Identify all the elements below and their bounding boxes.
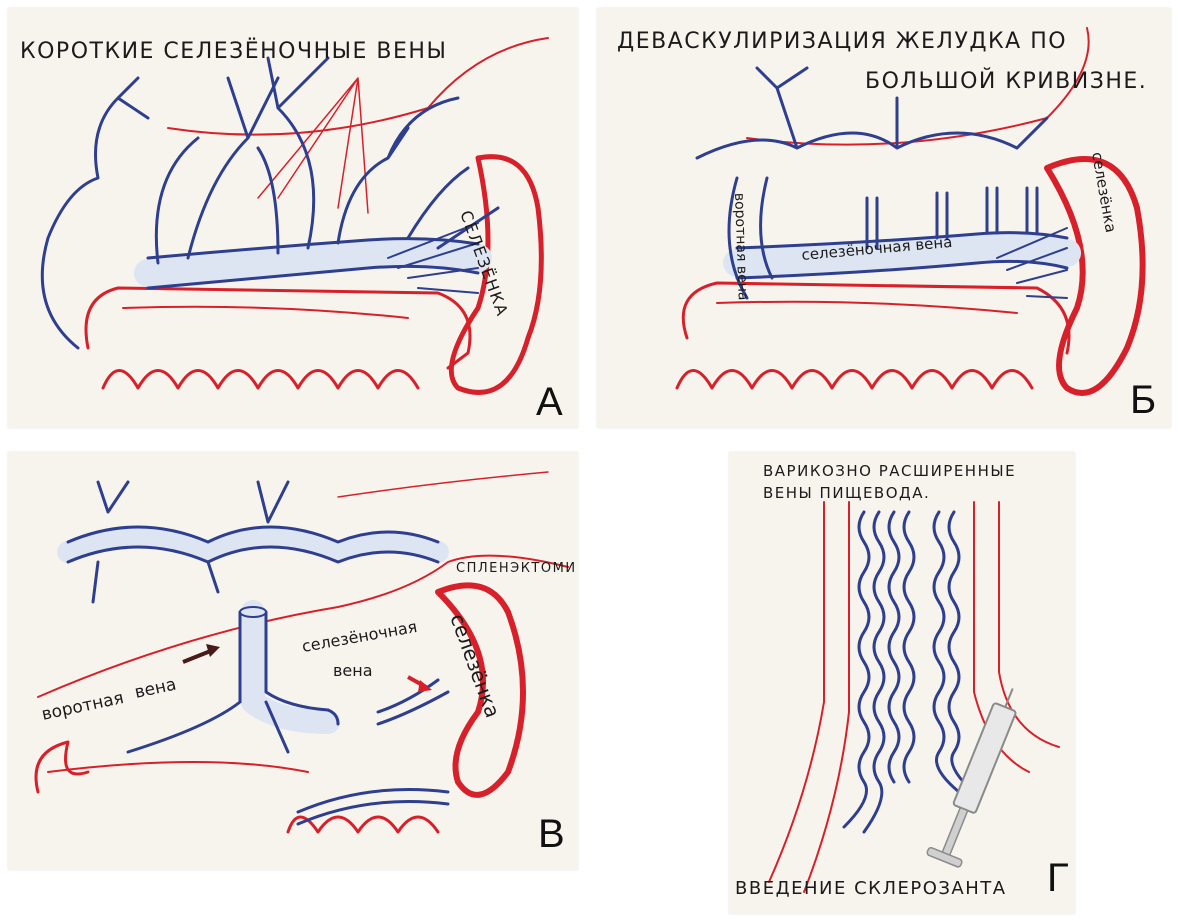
upper-red-line bbox=[338, 472, 548, 497]
upper-vein-tree-fill bbox=[68, 537, 438, 552]
panel-c-portal-vein-label-2: вена bbox=[133, 675, 178, 703]
panel-b-title-line1: ДЕВАСКУЛИРИЗАЦИЯ ЖЕЛУДКА ПО bbox=[617, 29, 1067, 54]
panel-c-splenic-vein-label-2: вена bbox=[333, 661, 373, 680]
panel-d-title-line2: ВЕНЫ ПИЩЕВОДА. bbox=[763, 484, 930, 502]
panel-d-title-line1: ВАРИКОЗНО РАСШИРЕННЫЕ bbox=[763, 462, 1016, 480]
panel-b-letter: Б bbox=[1130, 378, 1156, 423]
dark-arrowhead bbox=[206, 644, 220, 657]
stomach-lower-bumps bbox=[36, 742, 438, 832]
spleen-shape bbox=[1047, 159, 1143, 393]
panel-c-spleen-label: селезёнка bbox=[445, 611, 505, 721]
omentum-bumps bbox=[677, 371, 1032, 389]
panel-c-splenectomy-label: СПЛЕНЭКТОМИ bbox=[456, 561, 577, 576]
panel-c: СПЛЕНЭКТОМИ селезёнка воротная вена селе… bbox=[8, 452, 578, 870]
stomach-inner-line bbox=[123, 307, 408, 318]
panel-d-drawing: ВАРИКОЗНО РАСШИРЕННЫЕ ВЕНЫ ПИЩЕВОДА. ВВЕ… bbox=[729, 452, 1075, 914]
panel-c-portal-vein-label-1: воротная bbox=[40, 688, 126, 725]
panel-b-title-line2: БОЛЬШОЙ КРИВИЗНЕ. bbox=[865, 68, 1147, 94]
esophagus-wall-left-inner bbox=[804, 502, 849, 892]
splenic-vein-stump-right bbox=[378, 680, 448, 724]
portal-vein-top bbox=[240, 607, 266, 617]
panel-a-drawing: КОРОТКИЕ СЕЛЕЗЁНОЧНЫЕ ВЕНЫ СЕЛЕЗЁНКА bbox=[8, 8, 578, 428]
panel-b-spleen-label: селезёнка bbox=[1088, 151, 1120, 234]
lower-red-line bbox=[48, 762, 308, 772]
omentum-bumps bbox=[103, 371, 418, 389]
panel-a-title: КОРОТКИЕ СЕЛЕЗЁНОЧНЫЕ ВЕНЫ bbox=[20, 38, 447, 64]
panel-c-letter: В bbox=[538, 812, 565, 857]
portal-vein-fill bbox=[253, 612, 328, 722]
esophagus-wall-left-outer bbox=[769, 502, 824, 882]
panel-a: КОРОТКИЕ СЕЛЕЗЁНОЧНЫЕ ВЕНЫ СЕЛЕЗЁНКА А bbox=[8, 8, 578, 428]
varicose-veins bbox=[844, 512, 979, 832]
panel-d: ВАРИКОЗНО РАСШИРЕННЫЕ ВЕНЫ ПИЩЕВОДА. ВВЕ… bbox=[729, 452, 1075, 914]
panel-b: ДЕВАСКУЛИРИЗАЦИЯ ЖЕЛУДКА ПО БОЛЬШОЙ КРИВ… bbox=[597, 8, 1171, 428]
panel-c-splenic-vein-label-1: селезёночная bbox=[300, 617, 418, 656]
stomach-inner-line bbox=[717, 302, 1017, 313]
panel-b-drawing: ДЕВАСКУЛИРИЗАЦИЯ ЖЕЛУДКА ПО БОЛЬШОЙ КРИВ… bbox=[597, 8, 1171, 428]
panel-a-letter: А bbox=[536, 380, 563, 425]
panel-d-caption: ВВЕДЕНИЕ СКЛЕРОЗАНТА bbox=[735, 878, 1007, 899]
panel-c-drawing: СПЛЕНЭКТОМИ селезёнка воротная вена селе… bbox=[8, 452, 578, 870]
stomach-outline bbox=[86, 288, 470, 368]
panel-d-letter: Г bbox=[1047, 856, 1069, 901]
